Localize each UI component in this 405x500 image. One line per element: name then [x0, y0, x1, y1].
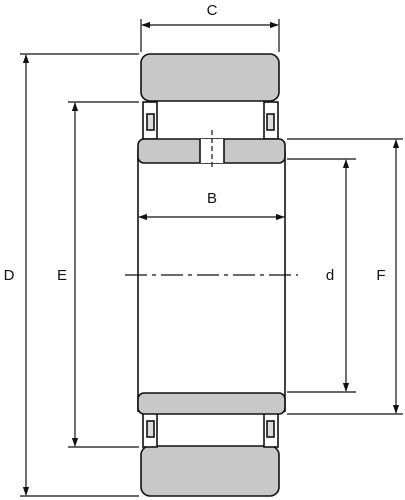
label-e: E: [57, 267, 67, 284]
label-f: F: [376, 267, 385, 284]
label-d-outer: D: [4, 267, 15, 284]
outer-ring-bottom: [140, 445, 280, 497]
label-c: C: [207, 2, 218, 19]
roller-left-bottom: [146, 420, 155, 438]
roller-left-top: [146, 113, 155, 131]
label-bore: d: [326, 267, 334, 284]
outer-ring-top: [140, 53, 280, 102]
inner-ring-bottom: [137, 392, 286, 415]
label-b: B: [207, 190, 217, 207]
roller-right-bottom: [266, 420, 275, 438]
roller-right-top: [266, 113, 275, 131]
